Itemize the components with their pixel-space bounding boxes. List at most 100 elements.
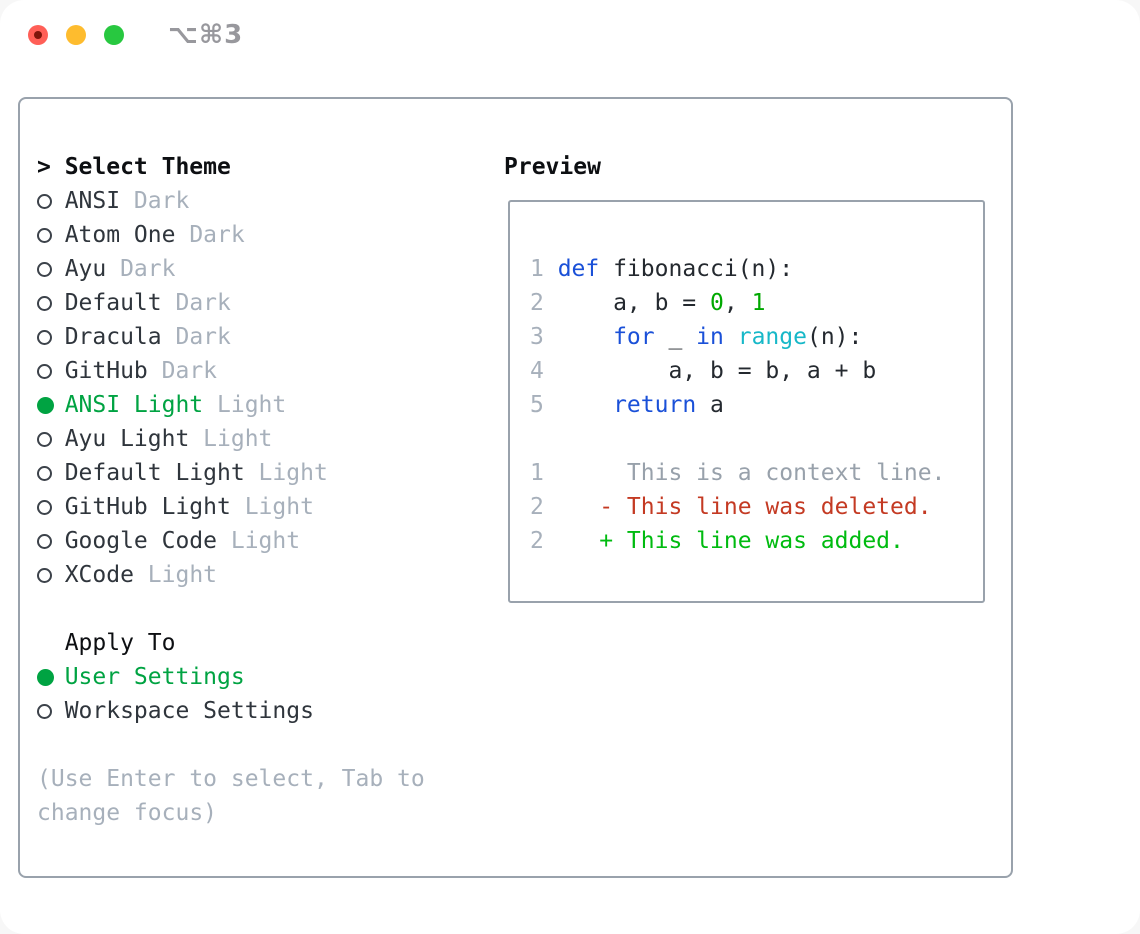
option-variant-tag: Dark <box>161 324 231 350</box>
line-number: 2 <box>530 494 544 520</box>
option-variant-tag: Light <box>244 460 328 486</box>
option-label: Default <box>64 290 162 316</box>
line-number: 1 <box>530 256 544 282</box>
option-label: Default Light <box>64 460 245 486</box>
radio-unselected-icon <box>37 567 52 583</box>
code-token-number: 0 <box>710 290 724 316</box>
focus-caret-icon: > <box>37 154 51 180</box>
code-token-plain: a, b = <box>557 290 711 316</box>
line-number: 3 <box>530 324 544 350</box>
option-variant-tag: Dark <box>120 188 190 214</box>
radio-unselected-icon <box>37 431 52 447</box>
preview-pane: 1 def fibonacci(n): 2 a, b = 0, 1 3 for _ i… <box>508 200 985 603</box>
option-label: Atom One <box>64 222 176 248</box>
code-line: 2 + This line was added. <box>530 524 983 558</box>
radio-unselected-icon <box>37 227 52 243</box>
radio-unselected-icon <box>37 703 52 719</box>
code-token-added: + This line was added. <box>557 528 904 554</box>
option-label: XCode <box>64 562 134 588</box>
option-label: GitHub Light <box>64 494 231 520</box>
code-token-plain: (n): <box>806 324 863 350</box>
radio-unselected-icon <box>37 295 52 311</box>
code-line <box>530 422 983 456</box>
code-token-deleted: - This line was deleted. <box>557 494 932 520</box>
radio-unselected-icon <box>37 363 52 379</box>
window-title: ⌥⌘3 <box>168 20 244 50</box>
radio-unselected-icon <box>37 329 52 345</box>
option-label: Ayu <box>64 256 107 282</box>
select-theme-title: Select Theme <box>64 154 231 180</box>
code-token-plain <box>558 392 613 418</box>
code-line: 1 This is a context line. <box>530 456 983 490</box>
radio-unselected-icon <box>37 261 52 277</box>
code-token-keyword: for <box>613 324 655 350</box>
theme-option[interactable]: Dracula Dark <box>37 320 425 354</box>
minimize-button[interactable] <box>66 25 86 45</box>
option-variant-tag: Light <box>230 494 314 520</box>
option-label: Google Code <box>64 528 218 554</box>
code-token-context: This is a context line. <box>557 460 946 486</box>
code-line: 3 for _ in range(n): <box>530 320 983 354</box>
code-token-plain: _ <box>654 324 697 350</box>
theme-option[interactable]: Atom One Dark <box>37 218 425 252</box>
theme-option[interactable]: ANSI Light Light <box>37 388 425 422</box>
code-token-plain: , <box>723 290 752 316</box>
line-number: 2 <box>530 528 544 554</box>
option-variant-tag: Dark <box>147 358 218 384</box>
code-line: 2 - This line was deleted. <box>530 490 983 524</box>
zoom-button[interactable] <box>104 25 124 45</box>
theme-option[interactable]: Default Dark <box>37 286 425 320</box>
code-token-plain: a <box>696 392 724 418</box>
option-variant-tag: Light <box>133 562 218 588</box>
apply-to-option[interactable]: Workspace Settings <box>37 694 425 728</box>
option-variant-tag: Dark <box>161 290 231 316</box>
theme-option[interactable]: GitHub Light Light <box>37 490 425 524</box>
theme-option[interactable]: GitHub Dark <box>37 354 425 388</box>
code-token-number: 1 <box>751 290 766 316</box>
radio-selected-icon <box>37 668 54 686</box>
theme-option[interactable]: ANSI Dark <box>37 184 425 218</box>
theme-option[interactable]: XCode Light <box>37 558 425 592</box>
theme-option[interactable]: Ayu Dark <box>37 252 425 286</box>
line-number: 4 <box>530 358 544 384</box>
code-token-keyword: def <box>557 256 600 282</box>
option-variant-tag: Dark <box>106 256 176 282</box>
theme-option[interactable]: Google Code Light <box>37 524 425 558</box>
option-label: ANSI <box>64 188 121 214</box>
code-token-plain: a, b = b, a + b <box>557 358 877 384</box>
code-token-plain <box>724 324 738 350</box>
help-line-1: (Use Enter to select, Tab to <box>37 766 425 792</box>
help-text: (Use Enter to select, Tab to change focu… <box>37 762 425 830</box>
radio-unselected-icon <box>37 465 52 481</box>
select-theme-header: > Select Theme <box>37 150 425 184</box>
radio-unselected-icon <box>37 499 52 515</box>
preview-title: Preview <box>504 154 601 180</box>
radio-unselected-icon <box>37 533 52 549</box>
option-label: Dracula <box>64 324 162 350</box>
line-number: 2 <box>530 290 544 316</box>
code-token-plain: fibonacci(n): <box>599 256 794 282</box>
theme-option[interactable]: Default Light Light <box>37 456 425 490</box>
code-line: 1 def fibonacci(n): <box>530 252 983 286</box>
apply-to-option[interactable]: User Settings <box>37 660 425 694</box>
option-variant-tag: Light <box>189 426 273 452</box>
line-number: 1 <box>530 460 544 486</box>
option-label: ANSI Light <box>64 392 204 418</box>
close-button[interactable] <box>28 25 48 45</box>
code-line: 4 a, b = b, a + b <box>530 354 983 388</box>
close-dot-icon <box>34 31 42 39</box>
theme-option[interactable]: Ayu Light Light <box>37 422 425 456</box>
radio-selected-icon <box>37 396 54 414</box>
option-label: Ayu Light <box>64 426 190 452</box>
radio-unselected-icon <box>37 193 52 209</box>
spacer <box>37 592 425 626</box>
option-variant-tag: Dark <box>175 222 245 248</box>
option-variant-tag: Light <box>203 392 287 418</box>
option-label: Workspace Settings <box>64 698 314 724</box>
titlebar: ⌥⌘3 <box>0 0 1140 70</box>
